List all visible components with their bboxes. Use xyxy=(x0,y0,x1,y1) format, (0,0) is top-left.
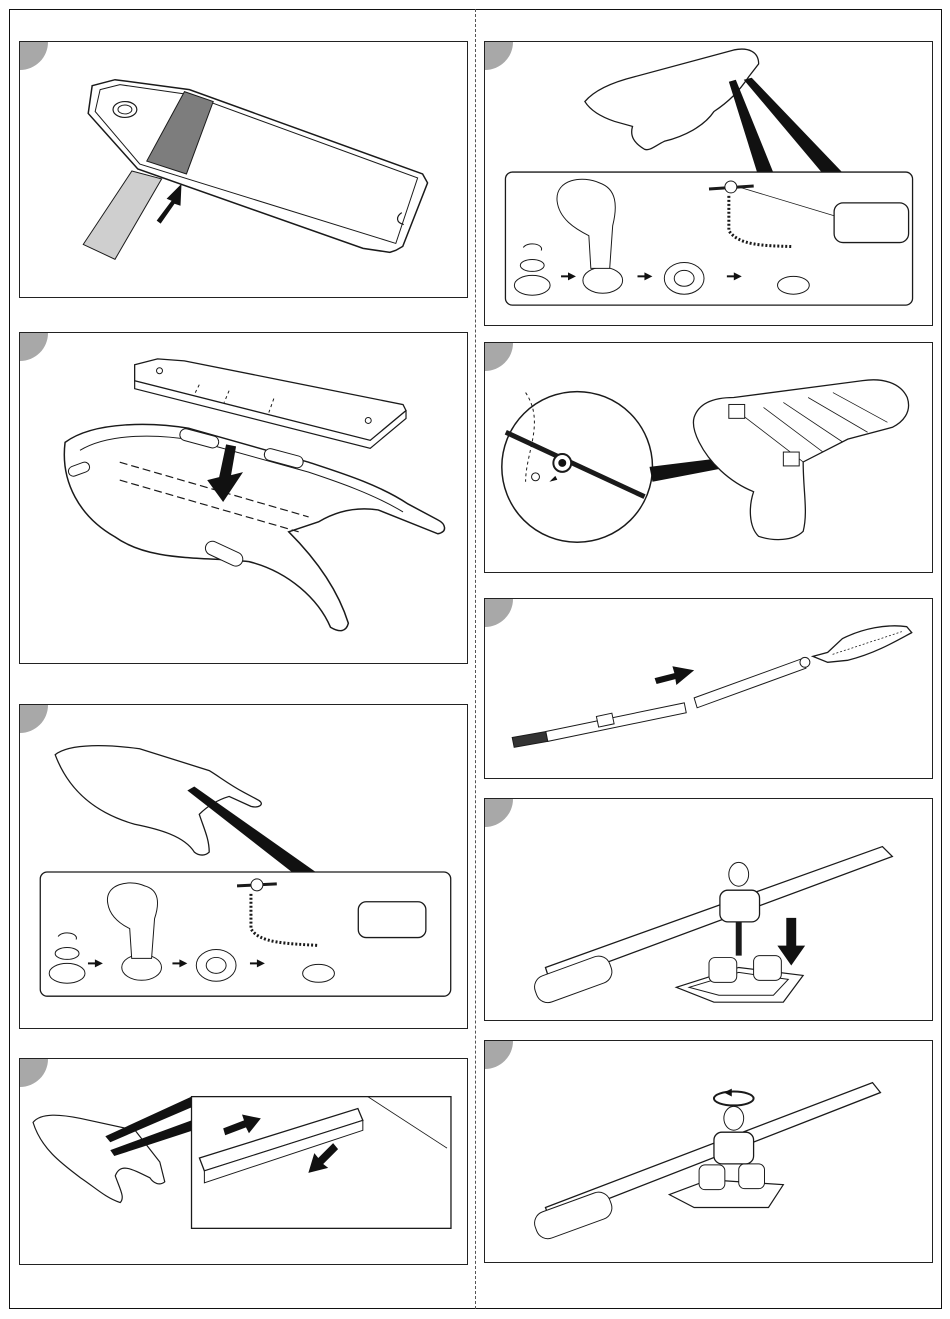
seat-illustration xyxy=(20,1059,467,1264)
floor-strip-illustration xyxy=(20,42,467,297)
inflate-floor-illustration xyxy=(20,705,467,1028)
step-panel-insert-oar xyxy=(484,798,933,1021)
tighten-oarlock-illustration xyxy=(485,1041,932,1262)
oarlock-illustration xyxy=(485,343,932,572)
step-panel-insert-floor xyxy=(19,332,468,664)
step-panel-oarlock xyxy=(484,342,933,573)
inflate-chambers-illustration xyxy=(485,42,932,325)
insert-oar-illustration xyxy=(485,799,932,1020)
step-panel-tighten xyxy=(484,1040,933,1263)
step-panel-inflate-floor xyxy=(19,704,468,1029)
assemble-oar-illustration xyxy=(485,599,932,778)
step-panel-inflate-chambers xyxy=(484,41,933,326)
step-panel-floor-strip xyxy=(19,41,468,298)
step-panel-assemble-oar xyxy=(484,598,933,779)
insert-floor-illustration xyxy=(20,333,467,663)
center-cut-line xyxy=(475,9,476,1309)
step-panel-seat xyxy=(19,1058,468,1265)
